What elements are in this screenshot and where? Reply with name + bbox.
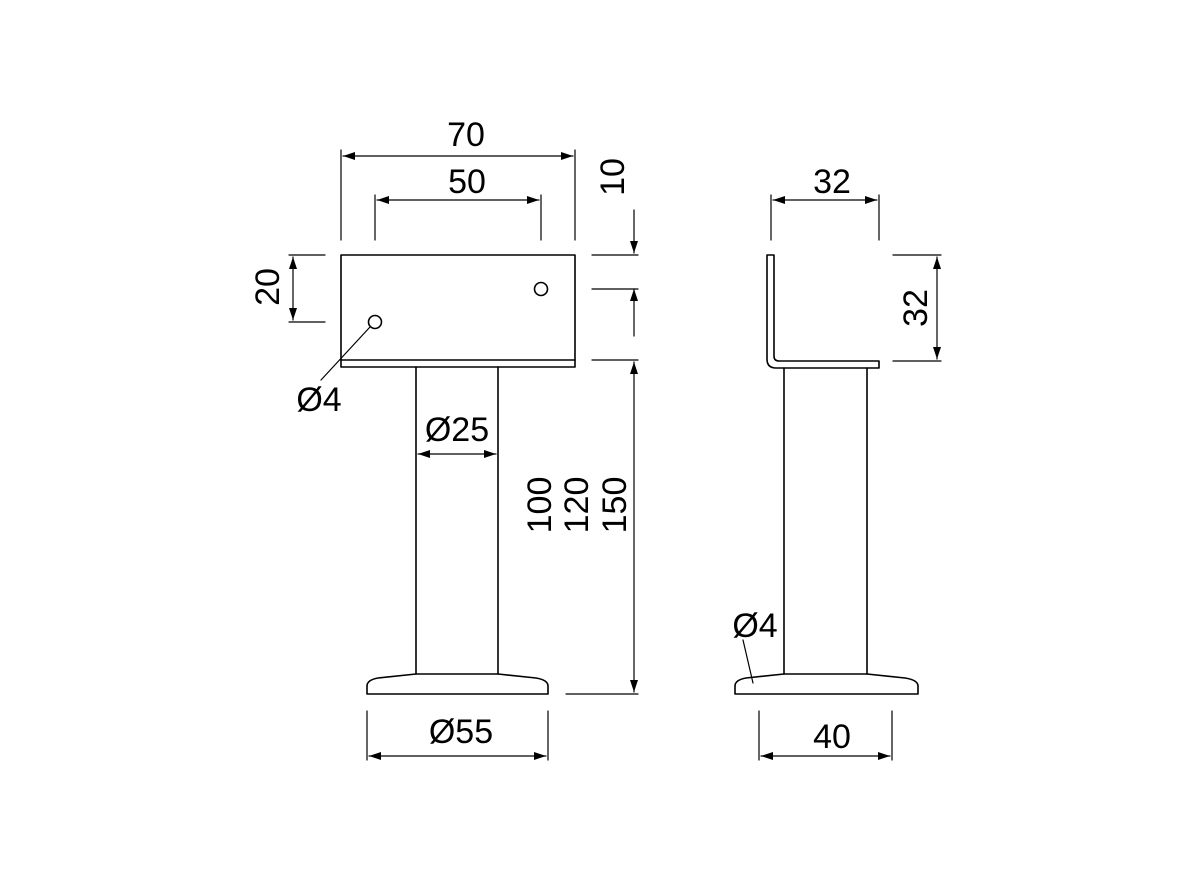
side-base [734, 673, 919, 695]
side-view: 32 32 Ø4 40 [732, 163, 942, 761]
front-hole-left [367, 314, 383, 330]
dim-10-label: 10 [594, 158, 632, 196]
dim-20-label: 20 [249, 268, 287, 306]
dim-100-label: 100 [521, 477, 559, 534]
front-view: 70 50 20 10 100 120 150 Ø4 Ø25 Ø [249, 116, 639, 761]
dim-150-label: 150 [596, 477, 634, 534]
dim-120-label: 120 [558, 477, 596, 534]
hole-leader-side [742, 639, 754, 684]
dim-50-label: 50 [448, 163, 486, 201]
dim-55-label: Ø55 [429, 713, 493, 751]
front-bracket-plate [340, 254, 576, 368]
hole-leader-front [320, 326, 371, 381]
dim-70-label: 70 [447, 116, 485, 154]
front-hole-right [533, 281, 549, 297]
hole-side-label: Ø4 [732, 607, 777, 645]
dim-40-label: 40 [813, 718, 851, 756]
dim-side-32-label: 32 [813, 163, 851, 201]
hole-front-label: Ø4 [296, 381, 341, 419]
front-base [366, 673, 549, 695]
dim-25-label: Ø25 [425, 411, 489, 449]
dim-side-32v-label: 32 [897, 289, 935, 327]
side-bracket [766, 254, 880, 369]
